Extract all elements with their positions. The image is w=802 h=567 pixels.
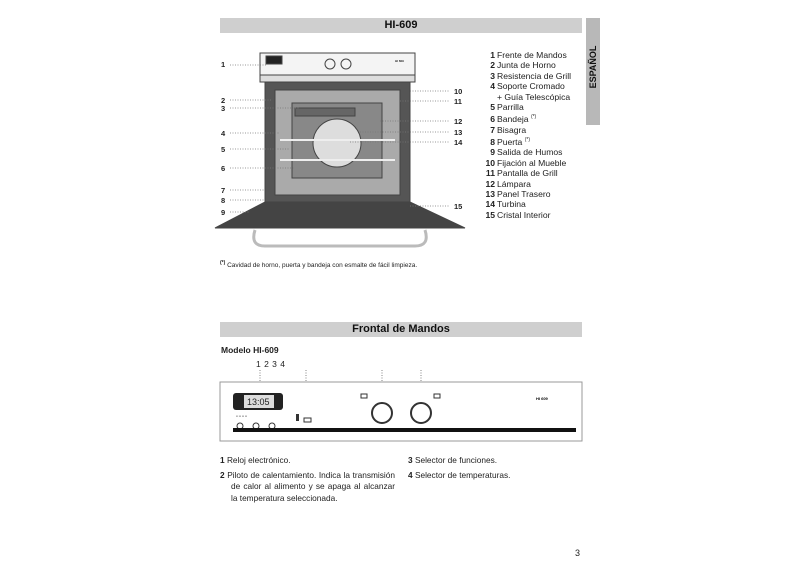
clock-display: 13:05 [247, 397, 270, 407]
temperature-selector-knob[interactable] [410, 402, 432, 424]
part-item-sub: + Guía Telescópica [497, 91, 571, 102]
control-item: 4 Selector de temperaturas. [408, 469, 511, 480]
callout-13: 13 [454, 128, 462, 137]
callout-2: 2 [221, 96, 225, 105]
language-tab: ESPAÑOL [586, 18, 600, 125]
callout-12: 12 [454, 117, 462, 126]
footnote: (*) Cavidad de horno, puerta y bandeja c… [220, 260, 418, 270]
page-number: 3 [575, 548, 581, 558]
oven-diagram: 1 2 3 4 5 6 7 8 9 10 11 12 13 14 15 HI 6… [214, 52, 466, 248]
model-header: HI-609 [220, 18, 582, 33]
control-item: 3 Selector de funciones. [408, 455, 498, 465]
callout-numbers: 1 2 3 4 [256, 359, 286, 369]
svg-text:▪▪ ▪▪ ▪▪ ▪▪: ▪▪ ▪▪ ▪▪ ▪▪ [236, 414, 247, 418]
callout-9: 9 [221, 208, 225, 217]
controls-list-right: 3 Selector de funciones. 4 Selector de t… [408, 455, 578, 484]
control-item: 2 Piloto de calentamiento. Indica la tra… [220, 469, 395, 503]
callout-8: 8 [221, 196, 225, 205]
callout-10: 10 [454, 87, 462, 96]
callout-3: 3 [221, 104, 225, 113]
callout-5: 5 [221, 145, 225, 154]
panel-model: HI 609 [536, 396, 549, 401]
control-item: 1 Reloj electrónico. [220, 455, 291, 465]
callout-15: 15 [454, 202, 462, 211]
panel-model-mark: HI 609 [395, 59, 404, 63]
callout-7: 7 [221, 186, 225, 195]
callout-1: 1 [221, 60, 225, 69]
function-selector-knob[interactable] [371, 402, 393, 424]
callout-6: 6 [221, 164, 225, 173]
callout-4: 4 [221, 129, 226, 138]
callout-14: 14 [454, 138, 463, 147]
controls-list-left: 1 Reloj electrónico. 2 Piloto de calenta… [220, 455, 395, 507]
callout-11: 11 [454, 97, 462, 106]
model-label: Modelo HI-609 [221, 345, 279, 355]
language-label: ESPAÑOL [588, 45, 598, 89]
control-panel-diagram: 13:05 ▪▪ ▪▪ ▪▪ ▪▪ HI 609 [219, 370, 583, 442]
section-header: Frontal de Mandos [220, 322, 582, 337]
